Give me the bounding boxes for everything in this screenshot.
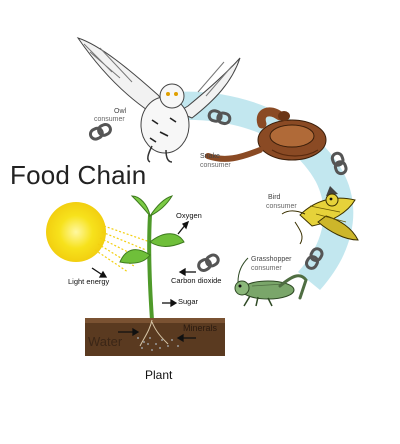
sugar-label: Sugar [178, 297, 199, 306]
arrow-icon [91, 220, 196, 343]
grasshopper-icon [234, 257, 308, 307]
owl-role: consumer [94, 116, 125, 123]
chain-link-icon [88, 122, 112, 141]
diagram-title: Food Chain [10, 160, 147, 190]
water-label: Water [88, 334, 123, 349]
bird-icon [281, 186, 359, 245]
snake-role: consumer [200, 162, 231, 169]
carbon-dioxide-label: Carbon dioxide [171, 276, 222, 285]
owl-name: Owl [114, 108, 127, 115]
bird-name: Bird [268, 194, 281, 201]
minerals-label: Minerals [183, 323, 218, 333]
soil-icon [85, 318, 225, 356]
grasshopper-name: Grasshopper [251, 256, 292, 263]
chain-link-icon [305, 247, 324, 270]
bird-role: consumer [266, 203, 297, 210]
grasshopper-role: consumer [251, 265, 282, 272]
snake-name: Snake [200, 153, 220, 160]
owl-icon [76, 37, 241, 163]
chain-link-icon [207, 109, 232, 126]
chain-link-icon [330, 151, 348, 176]
owl-label: Owl [114, 108, 126, 116]
chain-link-icon [197, 253, 220, 272]
snake-icon [205, 107, 327, 162]
plant-icon [119, 195, 185, 321]
oxygen-label: Oxygen [176, 211, 202, 220]
light-energy-label: Light energy [68, 277, 110, 286]
diagram-caption: Plant [145, 368, 173, 382]
